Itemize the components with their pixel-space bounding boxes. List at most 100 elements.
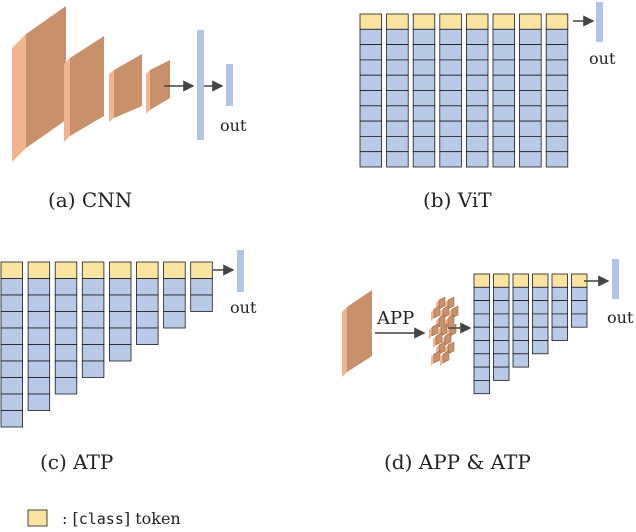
atp-class-token <box>27 261 51 279</box>
vit-token-grid <box>359 13 569 168</box>
app-atp-patch-token <box>493 353 510 368</box>
app-atp-patch-token <box>532 286 549 301</box>
app-atp-patch-token <box>493 313 510 328</box>
atp-class-token <box>54 261 78 279</box>
app-atp-class-token <box>551 273 568 288</box>
vit-patch-token <box>386 28 409 45</box>
app-cube-front <box>444 332 452 346</box>
app-atp-patch-token <box>493 286 510 301</box>
panel-vit: out (b) ViT <box>359 2 616 212</box>
vit-patch-token <box>412 135 436 153</box>
app-cube-front <box>433 350 441 364</box>
cnn-caption: (a) CNN <box>48 188 132 212</box>
app-atp-patch-token <box>493 300 510 315</box>
vit-patch-token <box>412 28 436 45</box>
app-atp-patch-token <box>473 340 490 355</box>
atp-class-token <box>109 261 132 279</box>
cnn-feature-map-2 <box>64 36 104 142</box>
cnn-out-label: out <box>220 116 247 135</box>
atp-patch-token <box>54 360 78 378</box>
vit-caption: (b) ViT <box>423 188 492 212</box>
vit-patch-token <box>545 59 569 76</box>
app-atp-patch-token <box>473 379 490 395</box>
vit-patch-token <box>492 135 516 153</box>
atp-patch-token <box>0 344 24 362</box>
vit-class-token <box>386 13 409 30</box>
app-atp-caption: (d) APP & ATP <box>384 450 531 474</box>
vit-patch-token <box>545 90 569 107</box>
vit-out-label: out <box>589 49 616 68</box>
vit-patch-token <box>359 90 383 107</box>
app-atp-patch-token <box>512 340 529 355</box>
vit-class-token <box>359 13 383 30</box>
vit-class-token <box>492 13 516 30</box>
atp-patch-token <box>81 344 105 362</box>
atp-patch-token <box>27 327 51 345</box>
vit-patch-token <box>545 151 569 168</box>
atp-patch-token <box>190 278 213 296</box>
vit-patch-token <box>519 105 542 122</box>
atp-patch-token <box>81 311 105 329</box>
panel-atp: out (c) ATP <box>0 250 257 474</box>
vit-patch-token <box>519 74 542 91</box>
atp-patch-token <box>54 344 78 362</box>
vit-class-token <box>519 13 542 30</box>
atp-patch-token <box>27 377 51 395</box>
vit-patch-token <box>492 28 516 45</box>
cnn-feature-map-4 <box>146 60 170 114</box>
app-atp-class-token <box>532 273 549 288</box>
vit-patch-token <box>519 59 542 76</box>
app-atp-patch-token <box>571 286 588 301</box>
legend-prefix: : [ <box>62 509 79 528</box>
atp-patch-token <box>109 278 132 296</box>
vit-patch-token <box>359 105 383 122</box>
app-atp-out-label: out <box>607 308 634 327</box>
vit-patch-token <box>386 74 409 91</box>
vit-patch-token <box>519 120 542 137</box>
atp-class-token <box>136 261 159 279</box>
app-atp-patch-token <box>512 313 529 328</box>
vit-patch-token <box>465 90 489 107</box>
app-atp-patch-token <box>493 340 510 355</box>
vit-patch-token <box>492 120 516 137</box>
atp-caption: (c) ATP <box>40 450 113 474</box>
app-atp-patch-token <box>571 313 588 328</box>
app-cube-front <box>447 296 455 310</box>
vit-patch-token <box>519 28 542 45</box>
atp-patch-token <box>54 327 78 345</box>
vit-patch-token <box>439 105 462 122</box>
app-cube-front <box>435 332 443 346</box>
atp-patch-token <box>27 294 51 312</box>
vit-patch-token <box>359 28 383 45</box>
vit-patch-token <box>465 105 489 122</box>
app-pooled-patches <box>429 296 459 366</box>
atp-patch-token <box>109 311 132 329</box>
app-cube-side <box>431 309 434 321</box>
atp-patch-token <box>190 294 213 312</box>
vit-patch-token <box>412 74 436 91</box>
vit-patch-token <box>545 120 569 137</box>
vit-patch-token <box>412 120 436 137</box>
app-cube-front <box>433 305 441 319</box>
atp-patch-token <box>27 278 51 296</box>
atp-class-token <box>190 261 213 279</box>
legend-class-token-swatch <box>27 509 48 527</box>
legend-text: : [class] token <box>62 509 181 528</box>
app-cube-side <box>433 336 436 348</box>
atp-patch-token <box>0 393 24 411</box>
vit-patch-token <box>465 120 489 137</box>
app-cube-front <box>447 314 455 328</box>
atp-patch-token <box>109 327 132 345</box>
app-cube-front <box>447 341 455 355</box>
vit-patch-token <box>492 105 516 122</box>
app-atp-patch-token <box>473 300 490 315</box>
vit-patch-token <box>359 59 383 76</box>
app-atp-patch-token <box>571 300 588 315</box>
atp-patch-token <box>54 377 78 395</box>
app-cube-front <box>449 323 457 337</box>
cnn-feature-map-3 <box>109 54 142 122</box>
vit-patch-token <box>386 90 409 107</box>
atp-patch-token <box>27 311 51 329</box>
vit-patch-token <box>545 28 569 45</box>
vit-class-token <box>465 13 489 30</box>
